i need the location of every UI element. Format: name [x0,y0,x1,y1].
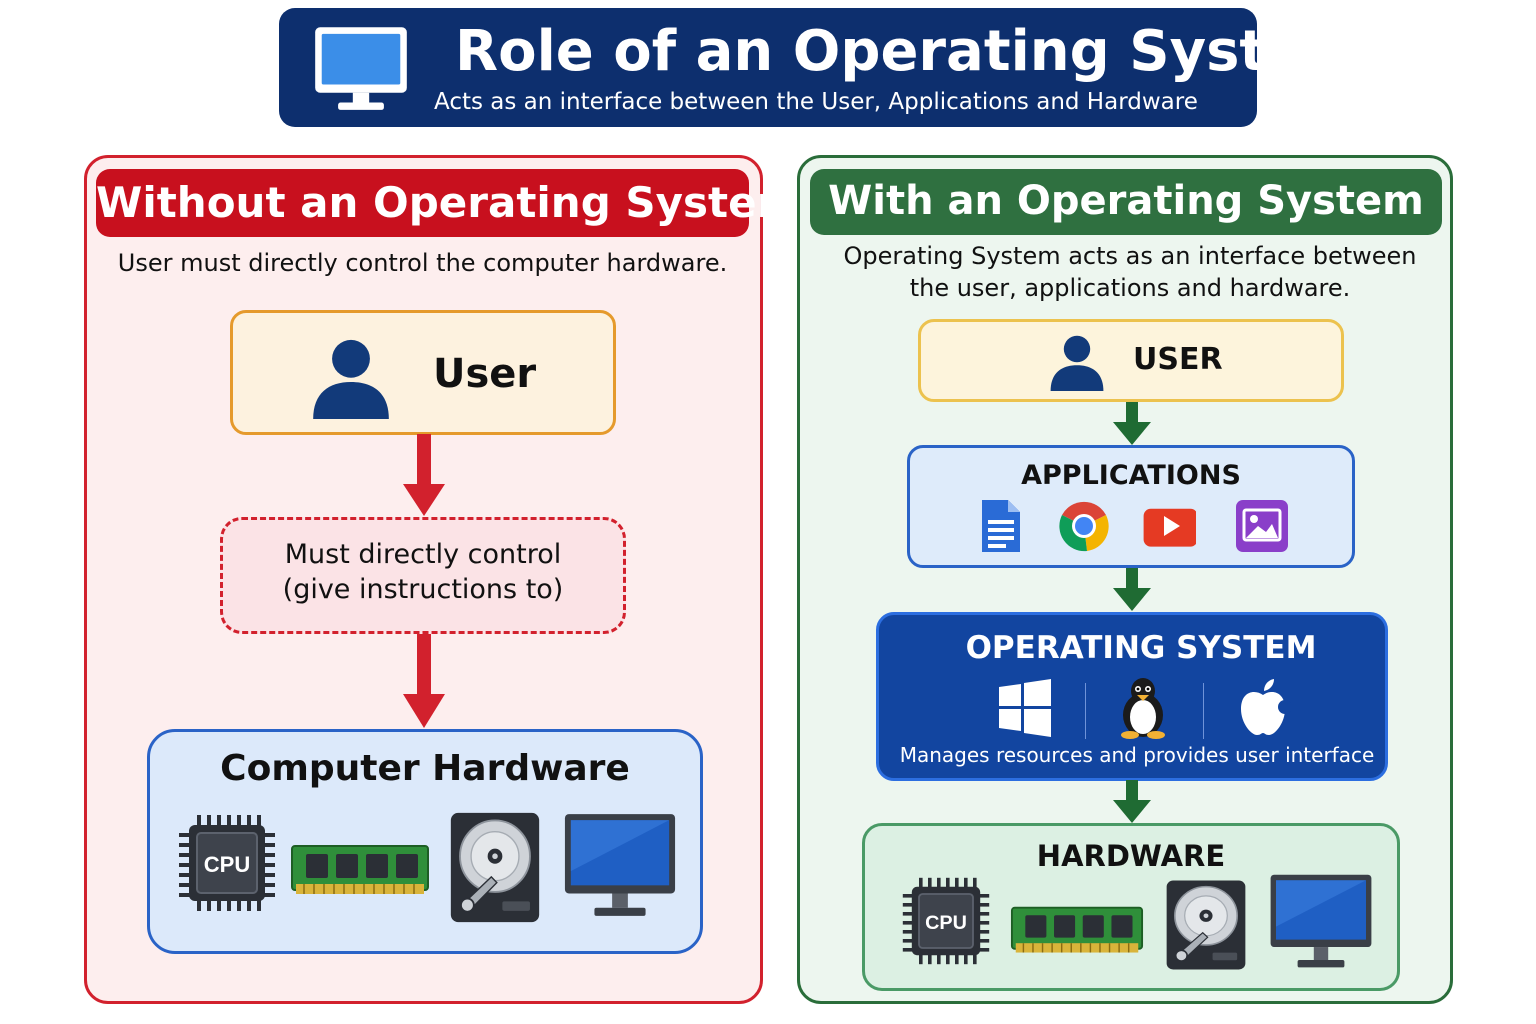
applications-label: APPLICATIONS [1021,460,1241,491]
divider [1203,683,1204,739]
youtube-icon [1143,508,1196,547]
monitor-icon [315,27,407,110]
person-icon [307,333,395,419]
ram-module-icon [1010,904,1144,960]
down-arrow-icon [1113,780,1151,823]
hard-drive-icon [1165,879,1247,971]
down-arrow-icon [403,434,445,516]
linux-penguin-icon [1121,678,1165,739]
divider [1085,683,1086,739]
ram-module-icon [290,842,430,902]
user-label: USER [1133,342,1223,377]
without-os-heading: Without an Operating System [96,169,800,237]
os-label: OPERATING SYSTEM [965,630,1317,666]
cpu-chip-icon: CPU [901,876,991,966]
control-text-line1: Must directly control [284,539,562,570]
applications-box: APPLICATIONS [907,445,1355,568]
down-arrow-icon [1113,402,1151,445]
os-note: Manages resources and provides user inte… [899,743,1375,767]
cpu-label: CPU [925,912,967,934]
document-icon [982,500,1020,552]
direct-control-box: Must directly control (give instructions… [220,517,626,634]
photos-icon [1236,500,1288,552]
monitor-icon [561,810,679,922]
with-os-heading: With an Operating System [810,169,1442,235]
chrome-icon [1059,501,1109,552]
with-os-description: Operating System acts as an interface be… [843,242,1417,302]
hard-drive-icon [449,811,541,924]
windows-icon [999,679,1051,737]
monitor-icon [1267,871,1375,973]
user-box: User [230,310,616,435]
down-arrow-icon [403,634,445,728]
person-icon [1047,330,1107,392]
user-box: USER [918,319,1344,402]
hardware-label: HARDWARE [1036,839,1226,873]
user-label: User [433,351,537,397]
cpu-chip-icon: CPU [177,813,277,913]
page-title: Role of an Operating System [455,19,1363,84]
without-os-description: User must directly control the computer … [117,249,728,277]
down-arrow-icon [1113,568,1151,611]
operating-system-box: OPERATING SYSTEM Manages resources and p… [876,612,1388,781]
cpu-label: CPU [204,852,250,877]
page-subtitle: Acts as an interface between the User, A… [434,89,1198,115]
title-banner: Role of an Operating System Acts as an i… [279,8,1363,127]
hardware-label: Computer Hardware [220,748,630,789]
control-text-line2: (give instructions to) [282,574,564,605]
apple-icon [1241,679,1291,735]
